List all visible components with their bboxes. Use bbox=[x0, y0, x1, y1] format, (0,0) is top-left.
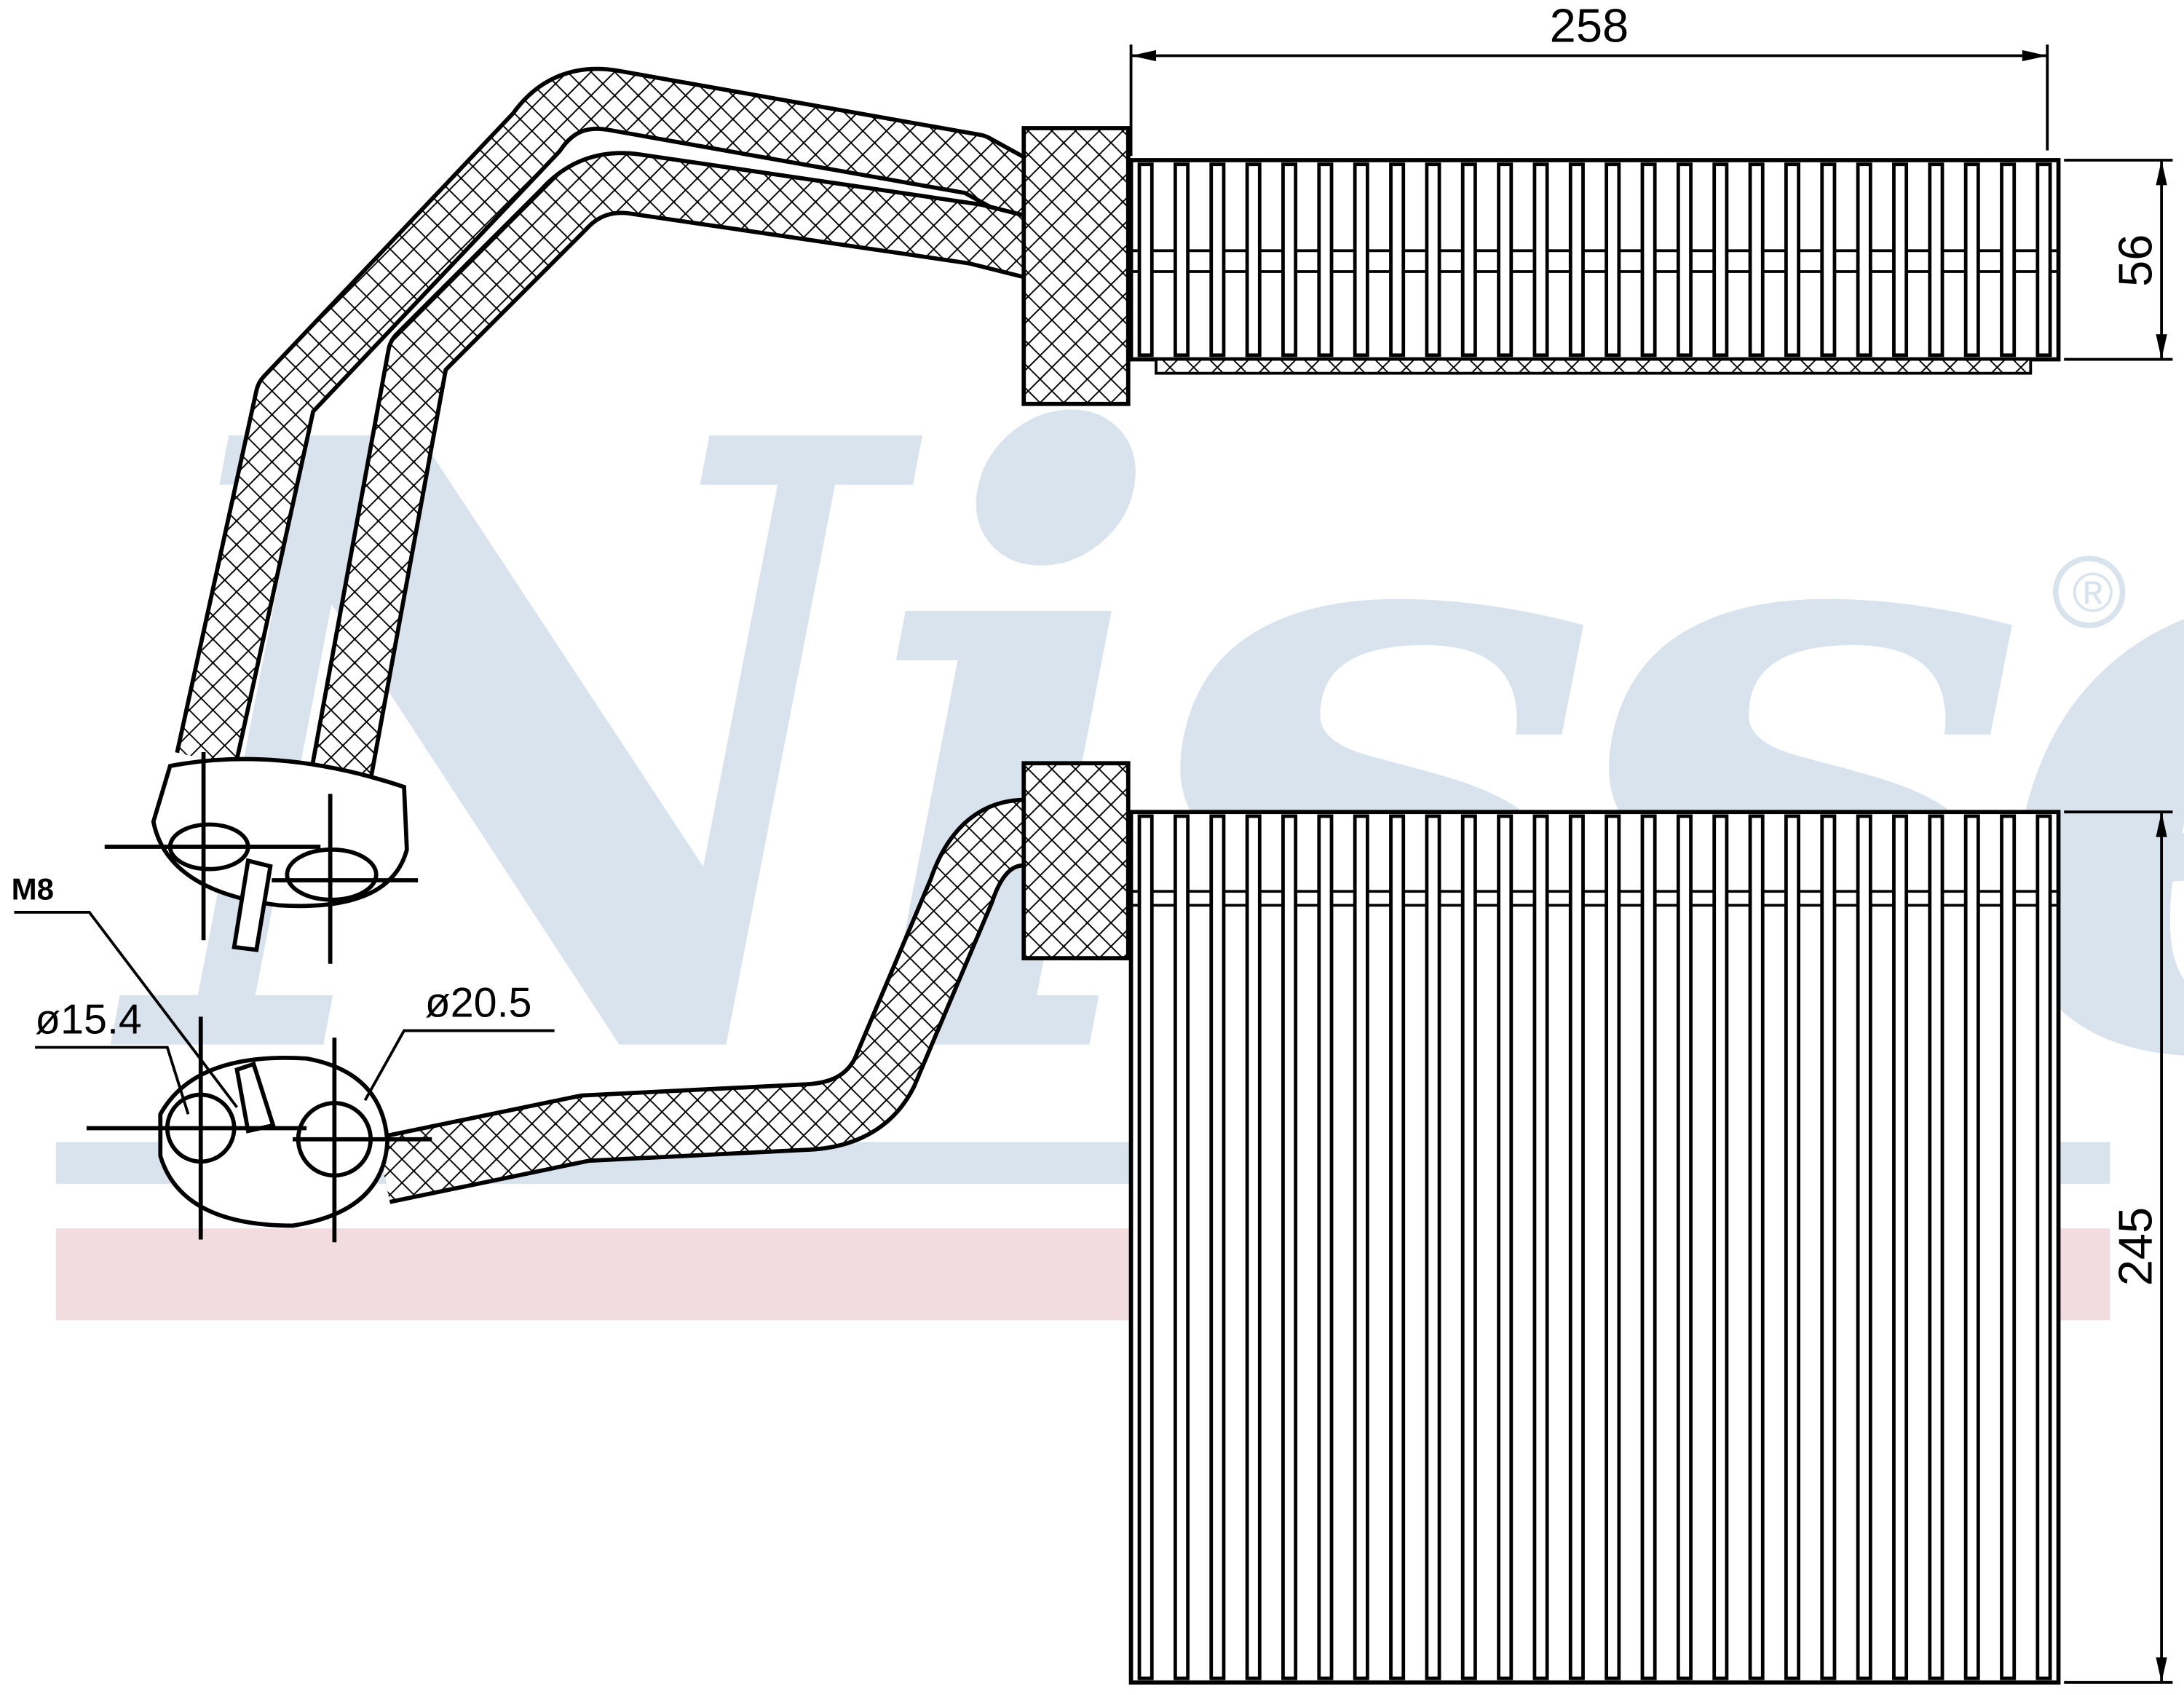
fin bbox=[1353, 162, 1369, 357]
dimension-height: 245 bbox=[2109, 1207, 2162, 1286]
fin bbox=[1317, 162, 1334, 357]
label-pipe-small: ø15.4 bbox=[35, 996, 142, 1043]
fin bbox=[1137, 162, 1154, 357]
fin bbox=[1568, 162, 1585, 357]
fin bbox=[1892, 814, 1909, 1680]
fin bbox=[2035, 814, 2052, 1680]
dimension-arrows bbox=[1131, 50, 2167, 1683]
watermark-registered: ® bbox=[2073, 562, 2113, 624]
fin bbox=[1784, 162, 1800, 357]
fin bbox=[1640, 814, 1657, 1680]
fin bbox=[1532, 814, 1549, 1680]
fin bbox=[1137, 814, 1154, 1680]
fin bbox=[1820, 814, 1837, 1680]
fin bbox=[1389, 162, 1406, 357]
fin bbox=[1856, 162, 1872, 357]
lower-fitting-block bbox=[86, 1016, 432, 1243]
fin bbox=[1748, 162, 1765, 357]
fin bbox=[1605, 162, 1621, 357]
upper-flange bbox=[1021, 126, 1131, 406]
fin bbox=[1784, 814, 1800, 1680]
evaporator-core-front-view bbox=[1128, 810, 2061, 1685]
fin bbox=[1317, 814, 1334, 1680]
fin bbox=[1640, 162, 1657, 357]
fin bbox=[1676, 162, 1693, 357]
fin bbox=[1568, 814, 1585, 1680]
fin bbox=[1497, 814, 1514, 1680]
fin bbox=[1963, 814, 1980, 1680]
fin bbox=[1963, 162, 1980, 357]
upper-fitting-block bbox=[104, 751, 419, 964]
fin bbox=[1820, 162, 1837, 357]
fin bbox=[1460, 162, 1477, 357]
fin bbox=[1209, 814, 1226, 1680]
label-pipe-large: ø20.5 bbox=[425, 979, 532, 1026]
upper-pipes bbox=[175, 66, 1047, 779]
fin bbox=[1532, 162, 1549, 357]
fin bbox=[2000, 162, 2017, 357]
fin bbox=[1676, 814, 1693, 1680]
fin bbox=[1174, 814, 1190, 1680]
fin bbox=[1174, 162, 1190, 357]
fin bbox=[1892, 162, 1909, 357]
fin bbox=[1928, 162, 1944, 357]
fin bbox=[1281, 162, 1298, 357]
fin bbox=[1209, 162, 1226, 357]
lower-flange bbox=[1021, 761, 1131, 960]
fin bbox=[1425, 814, 1441, 1680]
fin bbox=[1245, 162, 1262, 357]
fin bbox=[1460, 814, 1477, 1680]
fin bbox=[1928, 814, 1944, 1680]
fin bbox=[1605, 814, 1621, 1680]
fin bbox=[1856, 814, 1872, 1680]
fin bbox=[1245, 814, 1262, 1680]
evaporator-core-side-view bbox=[1128, 158, 2061, 375]
dimension-depth: 56 bbox=[2109, 234, 2162, 287]
fin bbox=[1353, 814, 1369, 1680]
fin bbox=[1712, 814, 1729, 1680]
dimension-lines bbox=[14, 44, 2173, 1684]
registered-mark-icon bbox=[2052, 556, 2126, 628]
fin bbox=[1389, 814, 1406, 1680]
fin bbox=[1281, 814, 1298, 1680]
fin bbox=[2035, 162, 2052, 357]
fin bbox=[1425, 162, 1441, 357]
fin bbox=[2000, 814, 2017, 1680]
fin bbox=[1497, 162, 1514, 357]
dimension-width: 258 bbox=[1550, 0, 1629, 52]
fin bbox=[1748, 814, 1765, 1680]
lower-pipe bbox=[376, 797, 1034, 1204]
fin bbox=[1712, 162, 1729, 357]
label-thread: M8 bbox=[12, 872, 54, 906]
